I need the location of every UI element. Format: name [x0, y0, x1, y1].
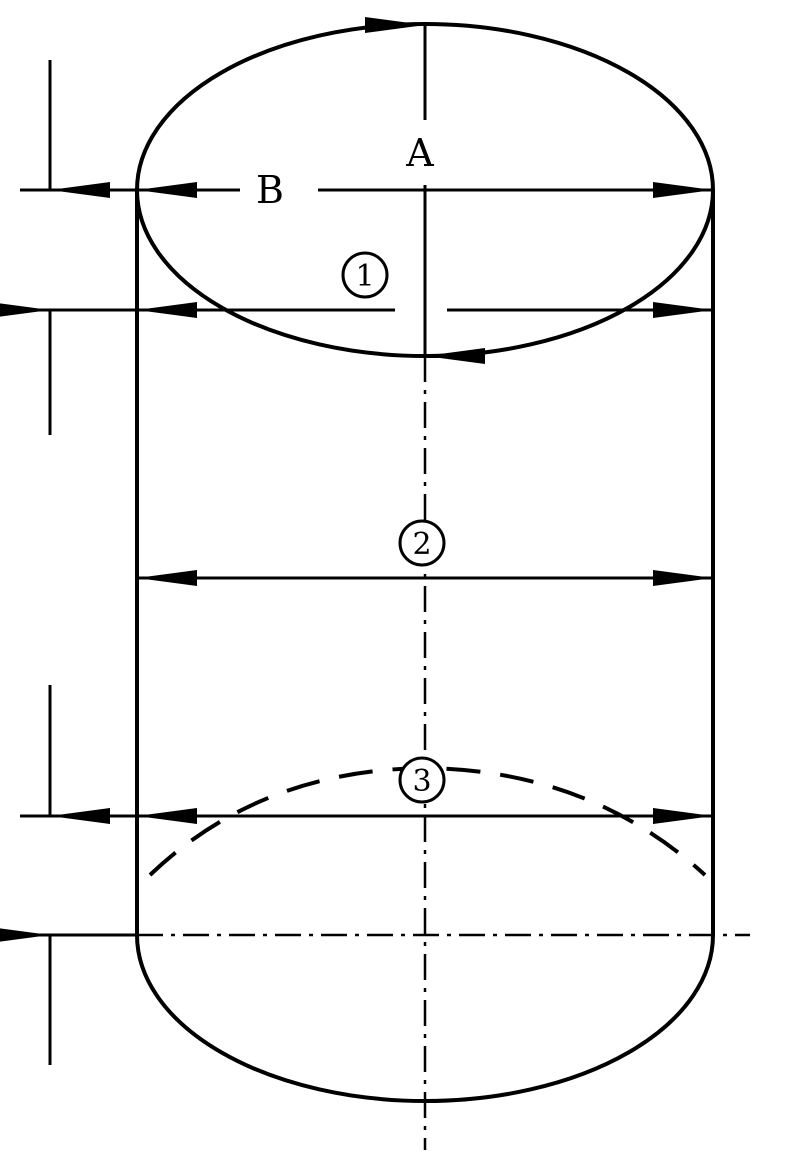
section-1-marker: 1 [341, 251, 389, 299]
svg-text:1: 1 [355, 259, 374, 294]
svg-text:3: 3 [412, 764, 431, 799]
dimension-a-label: A [405, 131, 434, 175]
section-3-marker: 3 [398, 756, 446, 804]
svg-text:2: 2 [412, 527, 431, 562]
section-2-marker: 2 [398, 519, 446, 567]
dimension-b-label: B [256, 168, 284, 212]
